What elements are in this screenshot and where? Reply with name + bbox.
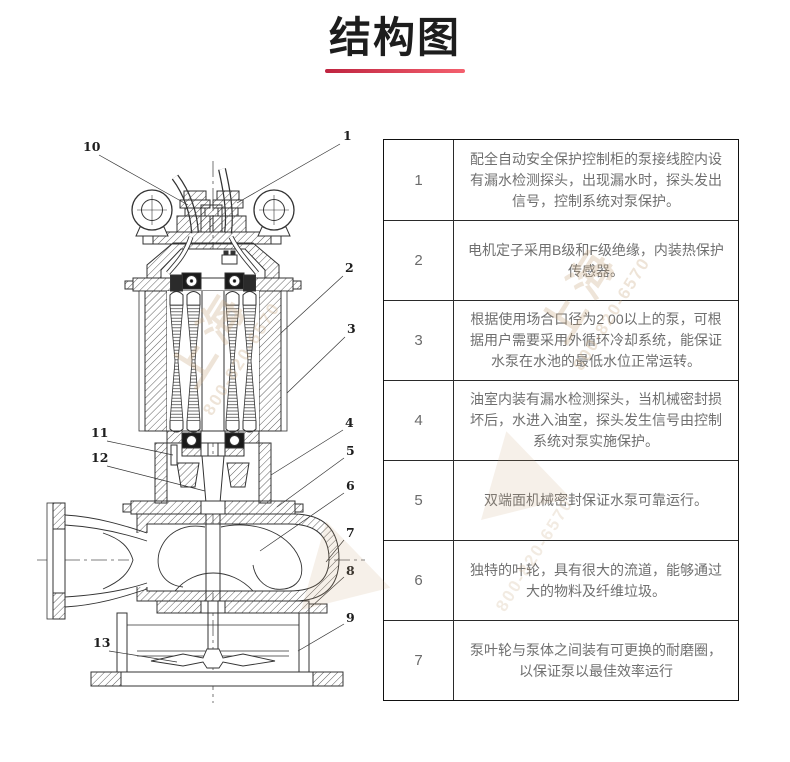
row-description: 配全自动安全保护控制柜的泵接线腔内设有漏水检测探头，出现漏水时，探头发出信号，控… <box>470 150 722 209</box>
row-number: 3 <box>384 301 454 380</box>
parts-description-table: 1 配全自动安全保护控制柜的泵接线腔内设有漏水检测探头，出现漏水时，探头发出信号… <box>383 139 739 701</box>
row-description: 独特的叶轮，具有很大的流道，能够通过大的物料及纤维垃圾。 <box>470 561 722 599</box>
row-description: 油室内装有漏水检测探头，当机械密封损坏后，水进入油室，探头发生信号由控制系统对泵… <box>470 391 722 449</box>
page-title: 结构图 <box>328 14 461 61</box>
callout-number-2: 2 <box>345 260 354 275</box>
table-row: 7 泵叶轮与泵体之间装有可更换的耐磨圈，以保证泵以最佳效率运行 <box>384 620 738 700</box>
motor-flange-ring <box>124 277 302 292</box>
seal-plate <box>122 500 304 515</box>
table-row: 3 根据使用场合口径为2 00以上的泵，可根据用户需要采用外循环冷却系统，能保证… <box>384 300 738 380</box>
top-cover-plate <box>152 231 272 245</box>
discharge-outlet <box>46 502 148 620</box>
row-number: 7 <box>384 621 454 700</box>
motor-casing <box>138 290 288 432</box>
cable-glands <box>176 190 247 233</box>
table-row: 5 双端面机械密封保证水泵可靠运行。 <box>384 460 738 540</box>
callout-number-12: 12 <box>91 450 108 465</box>
row-description: 双端面机械密封保证水泵可靠运行。 <box>484 492 708 508</box>
row-description: 根据使用场合口径为2 00以上的泵，可根据用户需要采用外循环冷却系统，能保证水泵… <box>470 311 722 369</box>
row-description: 泵叶轮与泵体之间装有可更换的耐磨圈，以保证泵以最佳效率运行 <box>470 641 722 679</box>
callout-number-4: 4 <box>345 415 354 430</box>
row-number: 1 <box>384 140 454 220</box>
row-number: 5 <box>384 461 454 540</box>
title-underline-accent <box>325 69 465 73</box>
table-row: 6 独特的叶轮，具有很大的流道，能够通过大的物料及纤维垃圾。 <box>384 540 738 620</box>
callout-number-6: 6 <box>346 478 355 493</box>
pump-body <box>46 168 344 687</box>
volute-casing <box>129 513 340 602</box>
callout-number-5: 5 <box>346 443 355 458</box>
row-number: 2 <box>384 221 454 300</box>
callout-number-1: 1 <box>343 128 352 143</box>
callout-number-3: 3 <box>347 321 356 336</box>
callout-number-7: 7 <box>346 525 355 540</box>
row-description: 电机定子采用B级和F级绝缘，内装热保护传感器。 <box>468 241 724 279</box>
row-number: 6 <box>384 541 454 620</box>
lifting-eyes <box>131 189 295 237</box>
callout-number-10: 10 <box>83 139 101 154</box>
table-row: 1 配全自动安全保护控制柜的泵接线腔内设有漏水检测探头，出现漏水时，探头发出信号… <box>384 140 738 220</box>
wear-ring <box>156 600 328 614</box>
lower-bearing <box>166 430 260 466</box>
row-number: 4 <box>384 381 454 460</box>
table-row: 2 电机定子采用B级和F级绝缘，内装热保护传感器。 <box>384 220 738 300</box>
callout-number-8: 8 <box>346 563 355 578</box>
bottom-agitator <box>150 601 276 669</box>
callout-number-9: 9 <box>346 610 355 625</box>
table-row: 4 油室内装有漏水检测探头，当机械密封损坏后，水进入油室，探头发生信号由控制系统… <box>384 380 738 460</box>
callout-number-11: 11 <box>91 425 108 440</box>
callout-number-13: 13 <box>93 635 110 650</box>
junction-chamber <box>146 235 280 279</box>
